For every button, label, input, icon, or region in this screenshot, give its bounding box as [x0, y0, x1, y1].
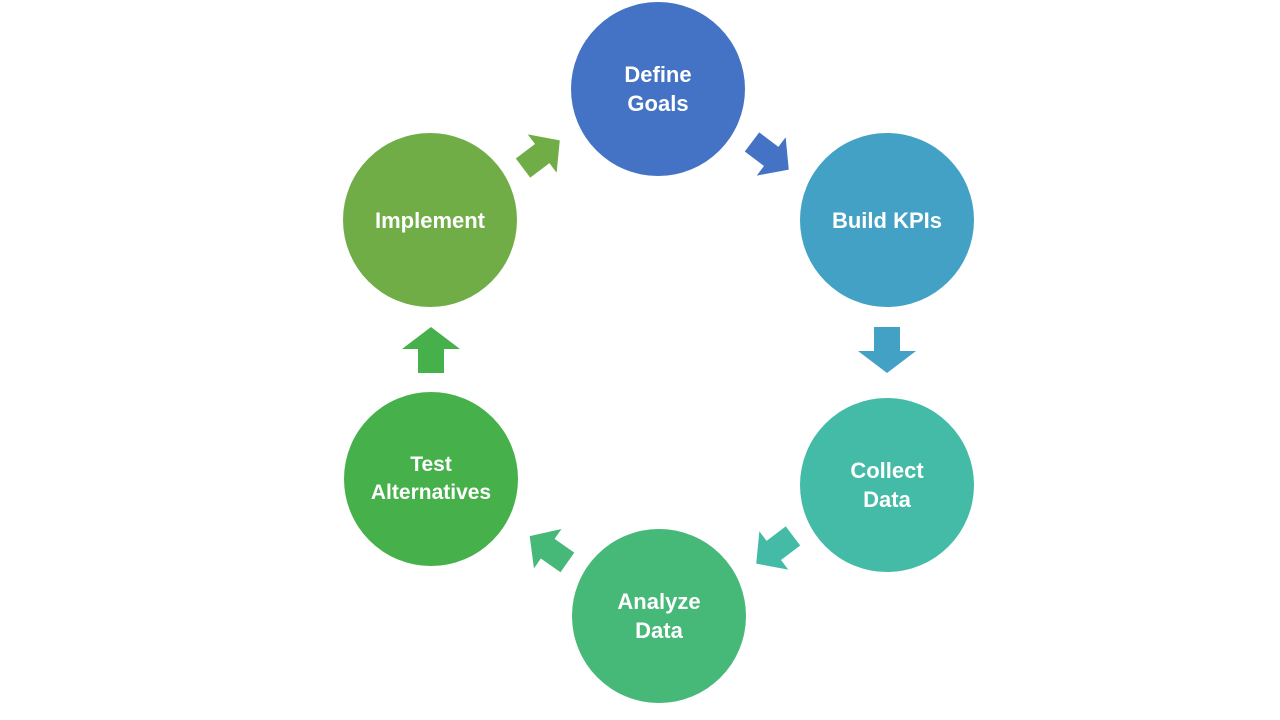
step-label: Analyze Data: [617, 589, 701, 643]
step-label: Define Goals: [624, 62, 692, 116]
arrow-kpis-to-collect-icon: [858, 327, 916, 373]
arrow-define-to-kpis-icon: [744, 132, 789, 176]
step-label: Build KPIs: [831, 207, 942, 233]
arrow-test-to-implement-icon: [402, 327, 460, 373]
arrow-collect-to-analyze-icon: [756, 526, 801, 570]
step-label: Implement: [374, 207, 486, 233]
step-define-goals: Define Goals: [571, 2, 745, 176]
step-analyze-data: Analyze Data: [572, 529, 746, 703]
step-implement: Implement: [343, 133, 517, 307]
arrow-analyze-to-test-icon: [529, 529, 575, 573]
step-label: Test Alternatives: [370, 453, 492, 504]
arrow-implement-to-define-icon: [515, 134, 560, 178]
step-test-alternatives: Test Alternatives: [344, 392, 518, 566]
step-label: Collect Data: [850, 458, 924, 512]
step-build-kpis: Build KPIs: [800, 133, 974, 307]
step-collect-data: Collect Data: [800, 398, 974, 572]
